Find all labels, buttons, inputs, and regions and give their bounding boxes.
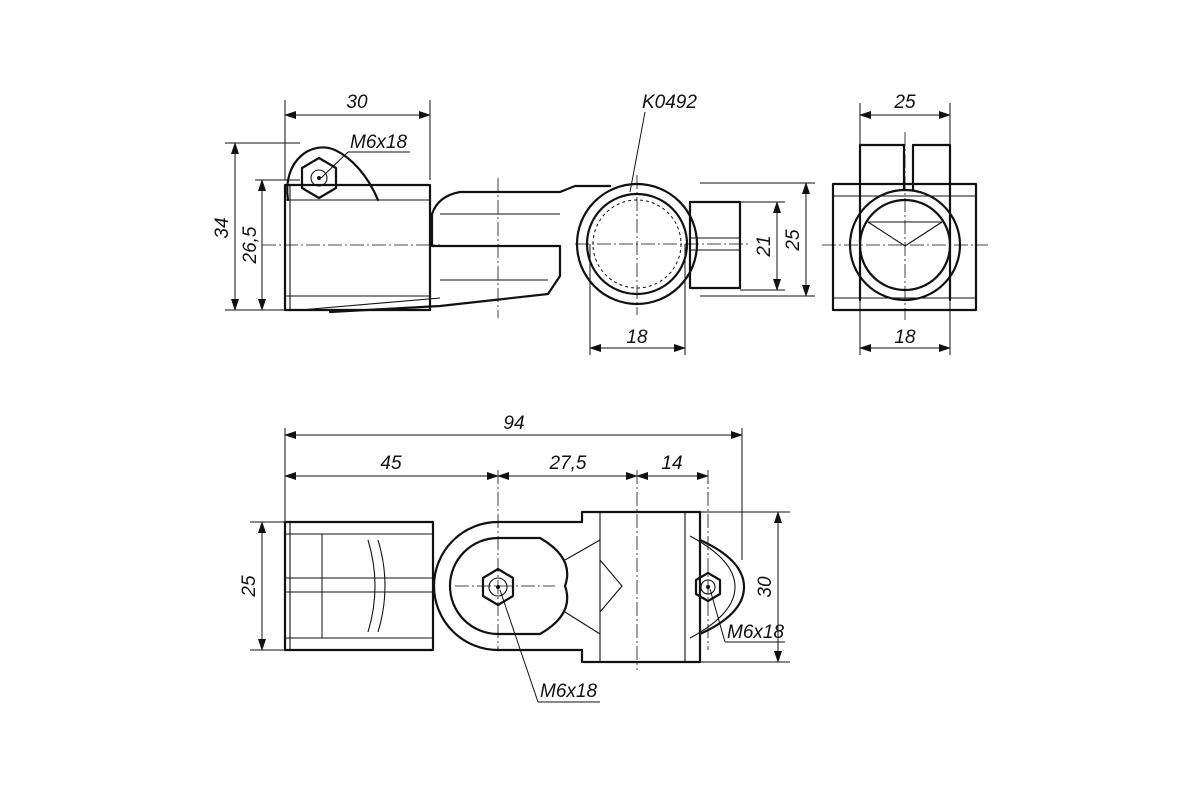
top-view: 30 M6x18 34 26,5 K0492	[212, 92, 815, 355]
plan-bolt-lug	[689, 535, 746, 639]
plan-clamp-block	[564, 510, 702, 664]
thread-callout-bottom: M6x18	[499, 589, 600, 703]
dim-height-25-top: 25	[700, 182, 815, 297]
dim-label-25-plan: 25	[239, 575, 260, 598]
dim-bore-18: 18	[589, 244, 686, 355]
dim-label-30-plan: 30	[755, 576, 776, 598]
thread-callout-top: M6x18	[320, 132, 410, 179]
dim-height-26-5: 26,5	[240, 179, 300, 311]
dim-height-34: 34	[212, 142, 300, 311]
left-tube	[283, 183, 441, 312]
dim-label-18-side: 18	[894, 327, 916, 348]
dim-width-25-side: 25	[859, 92, 951, 145]
thread-label-right: M6x18	[727, 622, 784, 643]
dim-label-18-top: 18	[626, 327, 648, 348]
dim-label-45: 45	[380, 453, 402, 474]
dim-left-height-25: 25	[239, 521, 285, 651]
plan-view: 94 45 27,5 14 25 30	[239, 413, 790, 703]
dim-label-21: 21	[754, 235, 775, 257]
thread-label: M6x18	[350, 132, 407, 153]
dim-label-25-side: 25	[893, 92, 916, 113]
bolt-boss	[286, 146, 380, 202]
dim-gap-21: 21	[740, 201, 785, 291]
dim-label-26-5: 26,5	[240, 226, 261, 264]
dim-right-14: 14	[636, 453, 709, 480]
dim-middle-27-5: 27,5	[497, 453, 638, 480]
dim-bore-18-side: 18	[859, 300, 951, 355]
dim-label-94: 94	[503, 413, 524, 434]
thread-callout-right: M6x18	[709, 588, 785, 643]
dim-label-27-5: 27,5	[549, 453, 587, 474]
dim-left-45: 45	[284, 453, 499, 480]
part-code-callout: K0492	[629, 92, 697, 193]
dim-label-25-top: 25	[783, 229, 804, 252]
dim-label-34: 34	[212, 217, 233, 238]
thread-label-bottom: M6x18	[540, 681, 597, 702]
dim-label-30: 30	[346, 92, 368, 113]
side-view: 25 18	[822, 92, 988, 355]
dim-label-14: 14	[661, 453, 682, 474]
hinge-arm	[328, 184, 612, 314]
plan-hinge	[432, 520, 584, 652]
part-code: K0492	[642, 92, 697, 113]
plan-left-tube	[283, 520, 435, 652]
dim-width-30: 30	[284, 92, 431, 180]
dim-right-height-30: 30	[700, 511, 790, 663]
